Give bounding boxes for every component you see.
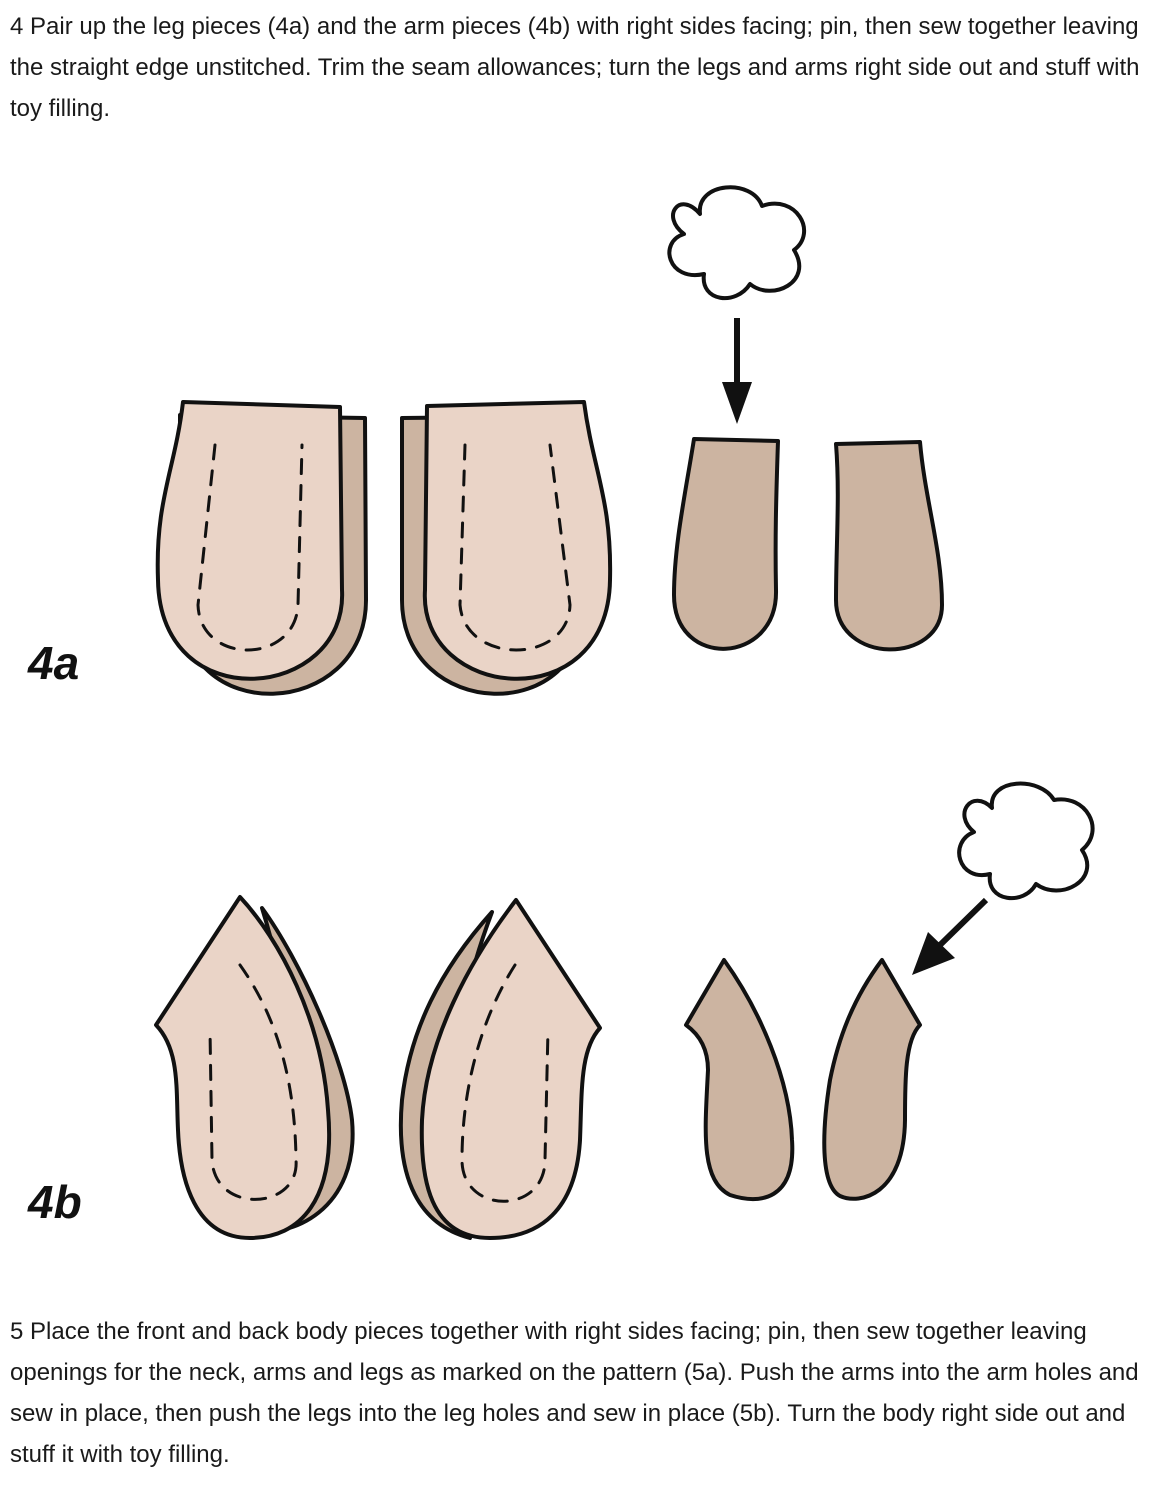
stitch-line	[208, 963, 298, 1201]
step-5-instructions: 5 Place the front and back body pieces t…	[10, 1318, 1139, 1468]
turned-arm	[684, 958, 795, 1202]
figure-4a-leg-pieces	[155, 185, 944, 696]
step-4-instructions: 4 Pair up the leg pieces (4a) and the ar…	[10, 13, 1140, 122]
arm-front-piece	[154, 895, 332, 1240]
figure-4a-label: 4a	[28, 637, 80, 689]
toy-filling-icon	[667, 185, 807, 301]
turned-leg	[672, 437, 780, 651]
arm-front-piece	[419, 898, 602, 1240]
turned-arm	[822, 958, 922, 1201]
turned-leg	[834, 440, 944, 652]
stitch-line	[458, 443, 572, 652]
leg-front-piece	[155, 400, 345, 681]
figure-4b-arm-pieces	[154, 781, 1095, 1240]
figure-4b-label: 4b	[28, 1176, 82, 1228]
arrow-head	[912, 932, 955, 975]
arrow-line	[937, 897, 989, 948]
arrow-head	[722, 382, 752, 424]
leg-front-piece	[422, 400, 613, 681]
stitch-line	[196, 443, 304, 652]
stitch-line	[460, 963, 550, 1203]
toy-filling-icon	[957, 781, 1095, 901]
